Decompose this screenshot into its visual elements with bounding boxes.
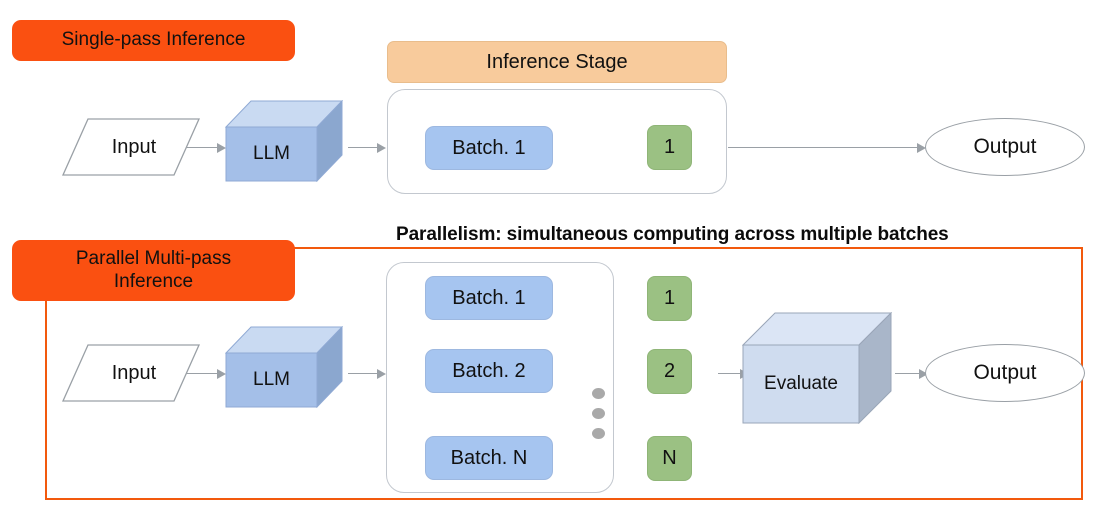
parallelogram-shape-icon — [62, 118, 200, 176]
inference-stage-label: Inference Stage — [486, 50, 628, 73]
input-label-row1: Input — [111, 135, 157, 158]
llm-cube-row1: LLM — [225, 100, 343, 182]
badge-parallel-line2: Inference — [113, 270, 194, 292]
inference-stage-header: Inference Stage — [387, 41, 727, 83]
arrow-input-to-llm-row2 — [185, 369, 227, 383]
cube-3d-icon — [742, 312, 892, 424]
badge-single-pass-inference: Single-pass Inference — [12, 20, 295, 61]
llm-cube-row2: LLM — [225, 326, 343, 408]
badge-parallel-multipass-inference: Parallel Multi-pass Inference — [12, 240, 295, 301]
batch-box-row2-1: Batch. 1 — [425, 276, 553, 320]
badge-single-pass-label: Single-pass Inference — [61, 29, 246, 51]
arrow-llm-to-stage-row1 — [348, 143, 390, 157]
llm-label-row2: LLM — [253, 369, 290, 390]
arrow-evaluate-to-output — [895, 369, 935, 383]
arrow-llm-to-batches-row2 — [348, 369, 390, 383]
llm-label-row1: LLM — [253, 143, 290, 164]
index-label-row1-1: 1 — [663, 136, 676, 158]
batch-box-row2-2: Batch. 2 — [425, 349, 553, 393]
index-box-row2-2: 2 — [647, 349, 692, 394]
badge-parallel-label: Parallel Multi-pass Inference — [76, 248, 231, 293]
input-parallelogram-row2: Input — [62, 344, 200, 402]
output-label-row1: Output — [973, 135, 1037, 158]
ellipsis-dot — [592, 408, 605, 419]
arrow-input-to-llm-row1 — [185, 143, 227, 157]
batch-label-row2-2: Batch. 2 — [452, 359, 526, 382]
parallelism-caption: Parallelism: simultaneous computing acro… — [396, 224, 949, 245]
index-label-row2-1: 1 — [663, 287, 676, 309]
parallelogram-shape-icon — [62, 344, 200, 402]
index-label-row2-3: N — [662, 447, 677, 469]
index-label-row2-2: 2 — [663, 360, 676, 382]
batch-label-row2-3: Batch. N — [450, 446, 528, 469]
cube-3d-icon — [225, 326, 343, 408]
batch-box-row2-3: Batch. N — [425, 436, 553, 480]
evaluate-cube: Evaluate — [742, 312, 892, 424]
batch-label-row1-1: Batch. 1 — [452, 136, 526, 159]
output-ellipse-row2: Output — [925, 344, 1085, 402]
output-label-row2: Output — [973, 361, 1037, 384]
index-box-row2-3: N — [647, 436, 692, 481]
index-box-row1-1: 1 — [647, 125, 692, 170]
badge-parallel-line1: Parallel Multi-pass — [75, 248, 232, 270]
vertical-ellipsis-dots — [592, 388, 605, 448]
input-parallelogram-row1: Input — [62, 118, 200, 176]
batch-box-row1-1: Batch. 1 — [425, 126, 553, 170]
index-box-row2-1: 1 — [647, 276, 692, 321]
input-label-row2: Input — [111, 361, 157, 384]
ellipsis-dot — [592, 388, 605, 399]
output-ellipse-row1: Output — [925, 118, 1085, 176]
arrow-stage-to-output-row1 — [728, 143, 928, 157]
cube-3d-icon — [225, 100, 343, 182]
batch-label-row2-1: Batch. 1 — [452, 286, 526, 309]
ellipsis-dot — [592, 428, 605, 439]
evaluate-label: Evaluate — [764, 373, 838, 394]
